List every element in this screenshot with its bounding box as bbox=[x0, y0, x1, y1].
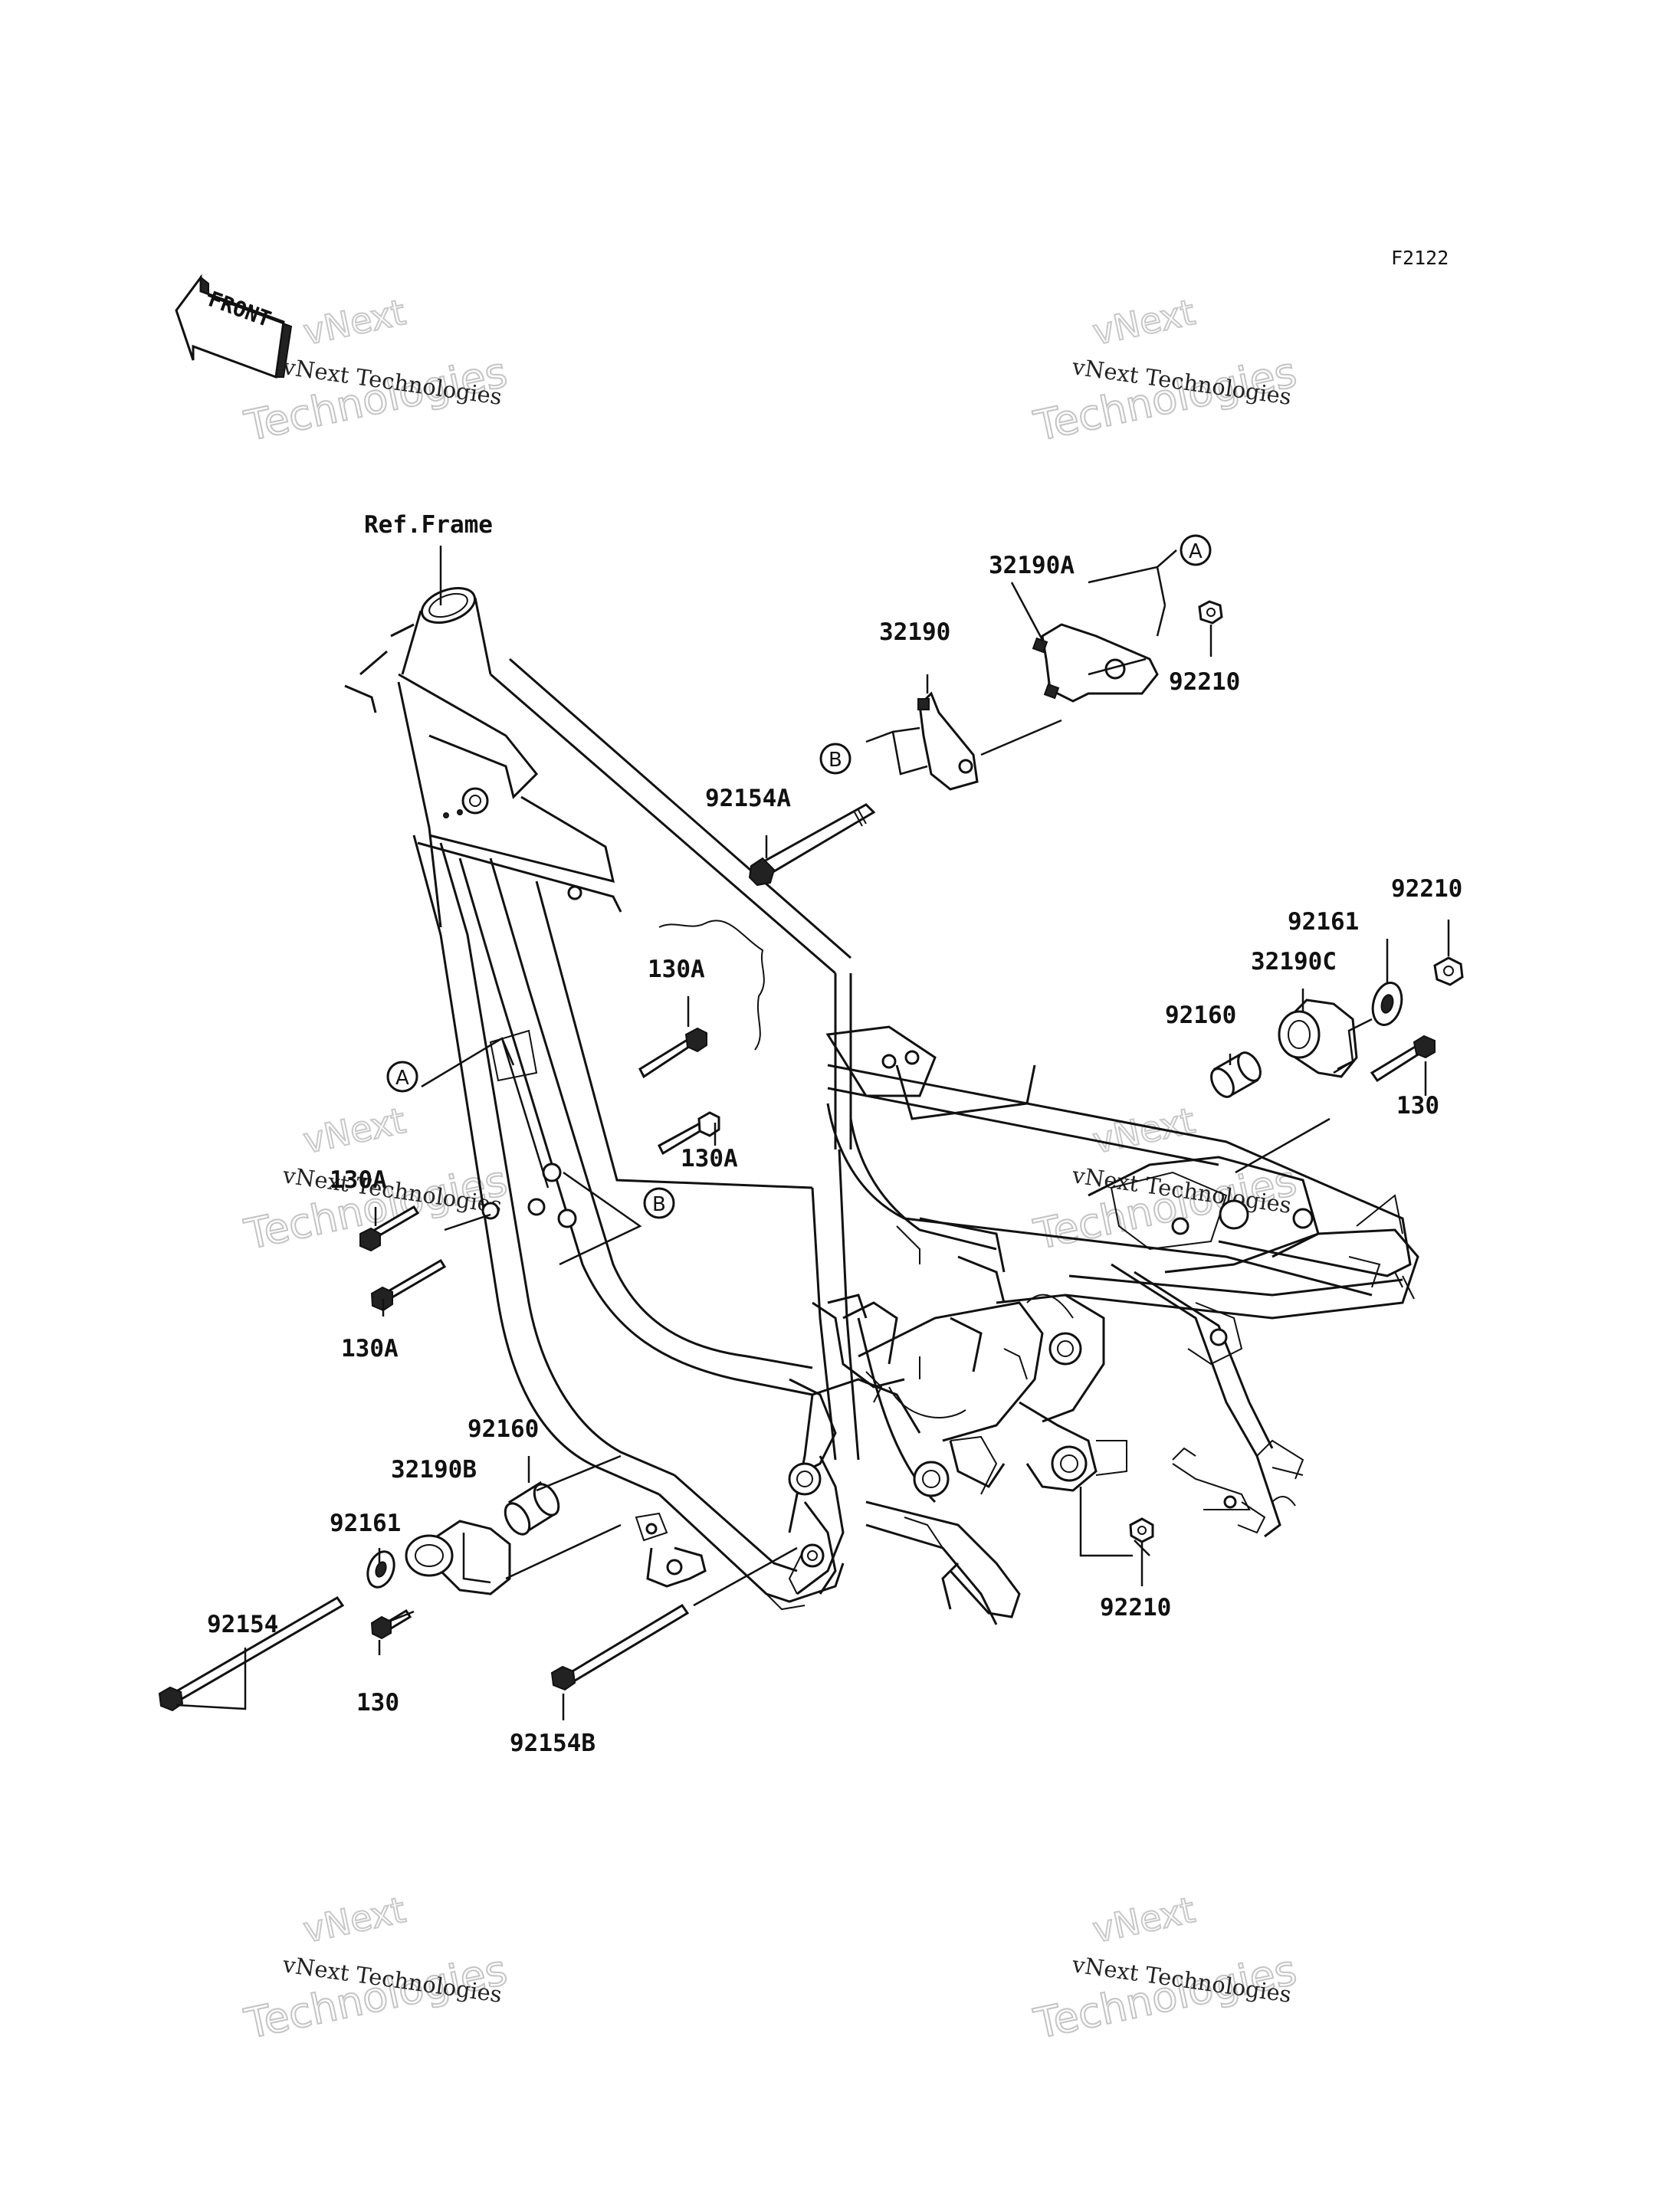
svg-text:vNext: vNext bbox=[1089, 1889, 1199, 1951]
bracket-32190C bbox=[1278, 998, 1358, 1078]
diagram-code: F2122 bbox=[1391, 247, 1449, 269]
label-92161-right: 92161 bbox=[1288, 908, 1359, 936]
label-130-left: 130 bbox=[356, 1689, 399, 1717]
label-92160-right: 92160 bbox=[1165, 1002, 1236, 1029]
label-130A-mid: 130A bbox=[681, 1145, 738, 1172]
bolt-130A-left bbox=[359, 1205, 420, 1252]
nut-92210-bottom bbox=[1129, 1517, 1154, 1543]
nut-92210-right bbox=[1433, 956, 1464, 986]
label-130A-bottom: 130A bbox=[341, 1335, 399, 1362]
bracket-32190A bbox=[1032, 623, 1159, 703]
svg-text:A: A bbox=[1189, 540, 1203, 563]
svg-text:vNext: vNext bbox=[300, 1889, 409, 1951]
bracket-32190 bbox=[917, 691, 979, 791]
label-130-right: 130 bbox=[1396, 1092, 1439, 1120]
motorcycle-frame bbox=[344, 587, 1419, 1625]
label-92154: 92154 bbox=[207, 1611, 278, 1638]
front-arrow-icon: FRONT bbox=[175, 274, 293, 379]
label-92161-left: 92161 bbox=[330, 1510, 401, 1537]
bolt-130A-upper bbox=[638, 1027, 707, 1079]
svg-text:B: B bbox=[652, 1193, 666, 1216]
watermark-bottom-right: vNext Technologies vNext Technologies bbox=[1029, 1888, 1301, 2049]
collar-92160-right bbox=[1210, 1051, 1262, 1098]
bolt-130-right bbox=[1370, 1035, 1436, 1083]
ref-frame-label: Ref.Frame bbox=[364, 511, 493, 539]
callout-B-top: B bbox=[819, 743, 851, 775]
svg-text:vNext: vNext bbox=[300, 1100, 409, 1162]
leader-lines bbox=[176, 546, 1450, 1720]
label-92154B: 92154B bbox=[510, 1730, 596, 1757]
label-130A-left: 130A bbox=[330, 1166, 387, 1194]
callout-A-top: A bbox=[1180, 534, 1212, 566]
callout-A-left: A bbox=[386, 1061, 418, 1093]
label-92210-bottom: 92210 bbox=[1100, 1594, 1171, 1622]
svg-text:vNext: vNext bbox=[1089, 1100, 1199, 1162]
svg-text:vNext: vNext bbox=[1089, 291, 1199, 353]
label-32190: 32190 bbox=[879, 618, 950, 646]
callout-B-left: B bbox=[643, 1187, 675, 1219]
svg-text:vNext: vNext bbox=[300, 291, 409, 353]
watermark-mid-right: vNext Technologies vNext Technologies bbox=[1029, 1099, 1301, 1260]
label-130A-upper: 130A bbox=[648, 956, 705, 983]
label-92210-top: 92210 bbox=[1169, 668, 1240, 696]
bracket-32190B bbox=[405, 1520, 511, 1595]
washer-92161-left bbox=[366, 1550, 395, 1589]
nut-92210-top bbox=[1198, 600, 1223, 625]
label-92160-left: 92160 bbox=[468, 1415, 539, 1443]
collar-92160-left bbox=[504, 1481, 560, 1536]
watermark-bottom-left: vNext Technologies vNext Technologies bbox=[240, 1888, 512, 2049]
label-32190C: 32190C bbox=[1251, 948, 1337, 976]
label-92154A: 92154A bbox=[705, 785, 791, 812]
label-32190B: 32190B bbox=[391, 1456, 477, 1484]
watermark-top-right: vNext Technologies vNext Technologies bbox=[1029, 290, 1301, 451]
bolt-92154B bbox=[550, 1603, 690, 1691]
washer-92161-right bbox=[1371, 982, 1403, 1026]
label-92210-right: 92210 bbox=[1391, 875, 1462, 903]
bolt-130A-bottom bbox=[370, 1258, 447, 1312]
bolt-130A-mid bbox=[658, 1111, 720, 1156]
svg-text:A: A bbox=[395, 1067, 409, 1090]
bolt-92154A bbox=[748, 803, 876, 887]
label-32190A: 32190A bbox=[989, 552, 1075, 579]
svg-text:B: B bbox=[829, 749, 842, 772]
